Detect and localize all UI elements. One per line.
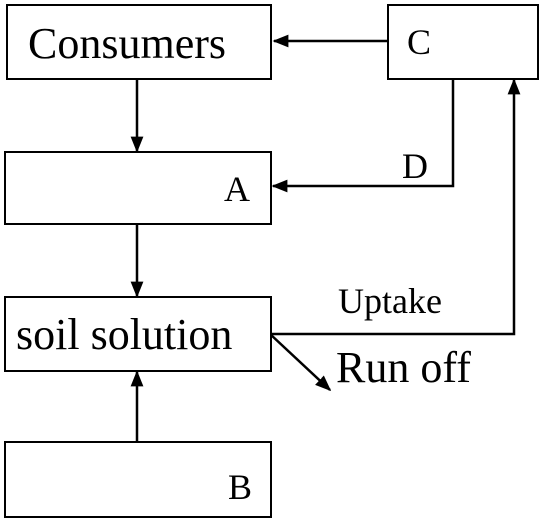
c-box: C (387, 4, 539, 80)
arrow-c-to-a (271, 80, 455, 193)
c-label: C (407, 22, 432, 62)
b-label: B (228, 467, 253, 507)
a-box: A (4, 151, 272, 225)
soil-solution-label: soil solution (16, 310, 233, 359)
consumers-label: Consumers (28, 19, 226, 68)
d-label: D (402, 146, 428, 186)
a-label: A (224, 169, 250, 209)
soil-solution-box: soil solution (4, 296, 272, 372)
runoff-label: Run off (336, 343, 471, 392)
b-box: B (4, 441, 272, 518)
consumers-box: Consumers (6, 4, 272, 80)
arrow-uptake (270, 78, 521, 336)
uptake-label: Uptake (338, 281, 442, 321)
arrow-runoff (269, 333, 332, 392)
